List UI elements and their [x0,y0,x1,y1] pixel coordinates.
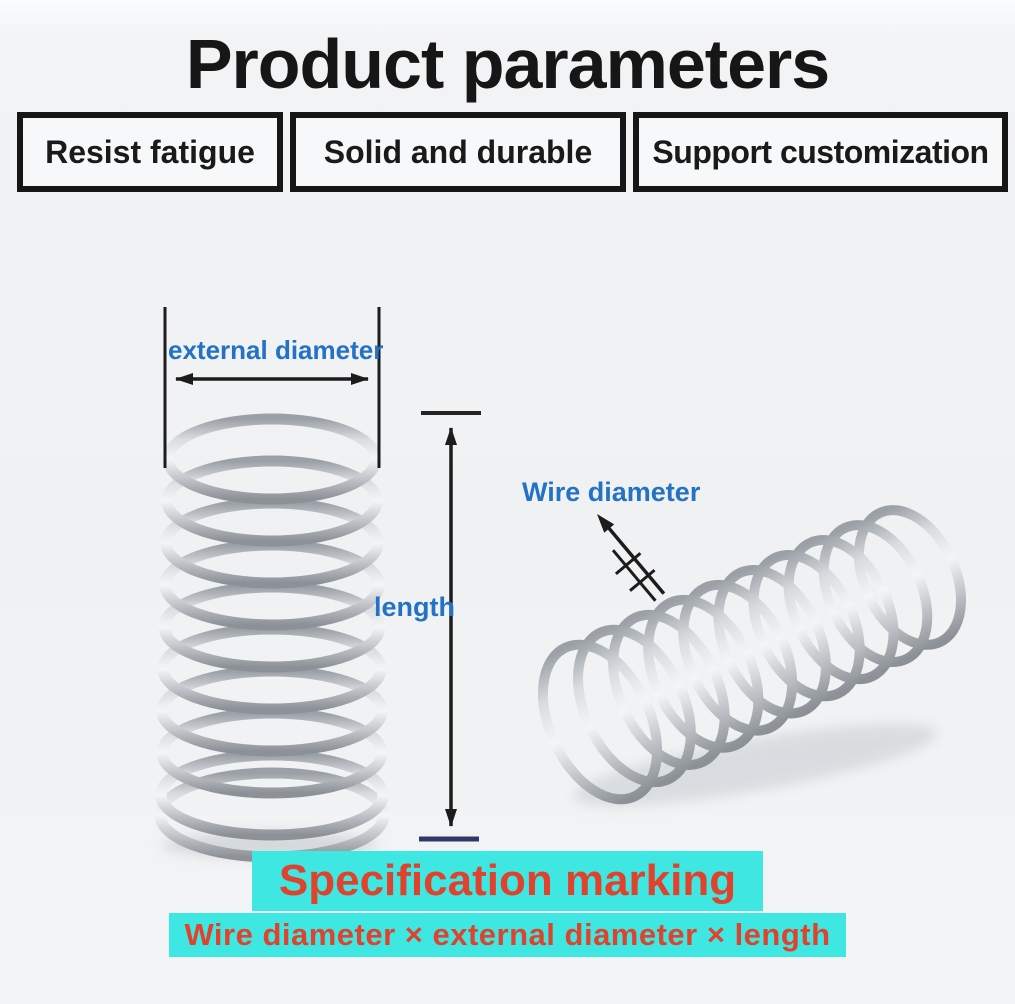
specification-heading: Specification marking [251,851,764,911]
specification-heading-row: Specification marking [0,851,1015,911]
pointer-parallel-line [611,549,657,602]
page-title: Product parameters [185,25,830,103]
pointer-arrowhead [597,514,615,533]
wire-diameter-label: Wire diameter [522,477,701,507]
gauge-tick-1 [614,552,642,576]
external-diameter-dimension [163,307,381,468]
feature-box-support-customization: Support customization [633,112,1008,192]
length-label: length [374,592,455,622]
feature-box-label: Resist fatigue [45,133,255,170]
specification-formula: Wire diameter × external diameter × leng… [169,913,846,957]
feature-box-resist-fatigue: Resist fatigue [17,112,283,192]
specification-formula-row: Wire diameter × external diameter × leng… [0,913,1015,957]
feature-box-label: Solid and durable [323,133,593,170]
right-spring-photo [537,505,967,805]
left-spring-photo [154,413,390,863]
length-dimension [419,411,481,842]
external-diameter-label: external diameter [168,335,384,365]
feature-box-row: Resist fatigue Solid and durable Support… [17,112,1008,192]
feature-box-label: Support customization [652,133,989,170]
gauge-tick-2 [629,568,656,592]
wire-diameter-pointer [597,514,666,602]
feature-box-solid-durable: Solid and durable [290,112,626,192]
